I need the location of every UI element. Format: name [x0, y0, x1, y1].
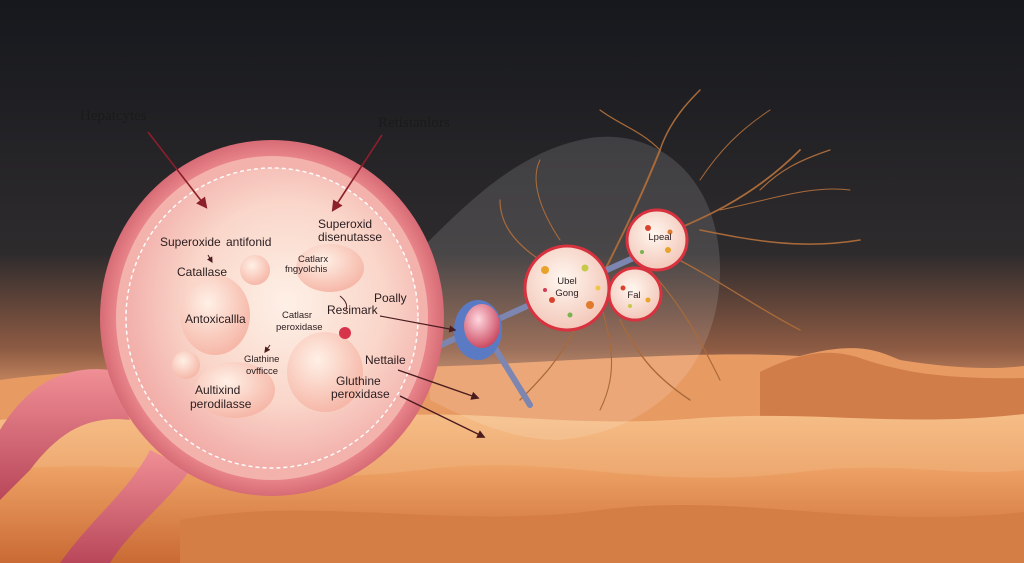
vessel-circle-small [607, 266, 663, 322]
label-glathine: Glathine [244, 354, 279, 365]
label-superoxid: Superoxid [318, 217, 372, 231]
label-nettaile: Nettaile [365, 353, 406, 367]
arrow-resistors [331, 134, 383, 212]
vessel-circle-top [625, 208, 689, 272]
arrow-peroxidase [399, 395, 486, 438]
label-hepatocytes: Hepatcytes [80, 108, 147, 124]
label-poally: Poally [374, 291, 407, 305]
organelle-antoxicalla [180, 275, 250, 355]
label-catallase: Catallase [177, 265, 227, 279]
label-peroxidase: peroxidase [331, 387, 390, 401]
hepatocyte-cell: Superoxid disenutasse Superoxide antifon… [100, 140, 457, 496]
blood-vessel-tube [0, 369, 190, 563]
organelle-catalax [296, 244, 364, 292]
vessel-label-small: Fal [627, 290, 640, 301]
red-dot-marker [339, 327, 351, 339]
organelle-aultixind [195, 362, 275, 418]
label-superoxide: Superoxide [160, 235, 221, 249]
label-ovfficce: ovfficce [246, 366, 278, 377]
label-catlasr: Catlasr [282, 310, 312, 321]
label-disenutasse: disenutasse [318, 230, 382, 244]
label-peroxidase-small: peroxidase [276, 322, 322, 333]
label-perodilasse: perodilasse [190, 397, 252, 411]
vessel-label-left-1: Ubel [557, 276, 577, 287]
nerve-network [499, 89, 861, 411]
label-resimark: Resimark [327, 303, 379, 317]
vessel-label-left-2: Gong [555, 288, 578, 299]
organelle-gluthine [287, 332, 363, 412]
arrow-nettaile [397, 369, 480, 400]
cell-cytoplasm [125, 167, 419, 469]
vessel-cross-sections: Ubel Gong Lpeal Fal [523, 208, 689, 332]
probe-knob [464, 304, 500, 348]
label-aultixind: Aultixind [195, 383, 240, 397]
pointer-arrows [147, 131, 486, 438]
label-resistors: Retistanlors [378, 115, 450, 131]
label-catlarx: Catlarx [298, 254, 328, 265]
arrow-hepatocytes [147, 131, 208, 209]
particles [541, 225, 673, 318]
label-antoxicallla: Antoxicallla [185, 312, 246, 326]
label-fngyolchis: fngyolchis [285, 264, 327, 275]
vessel-label-top: Lpeal [648, 232, 671, 243]
organelle-small-left [172, 351, 200, 379]
organelle-small-top [240, 255, 270, 285]
label-gluthine: Gluthine [336, 374, 381, 388]
label-antifonid: antifonid [226, 235, 271, 249]
